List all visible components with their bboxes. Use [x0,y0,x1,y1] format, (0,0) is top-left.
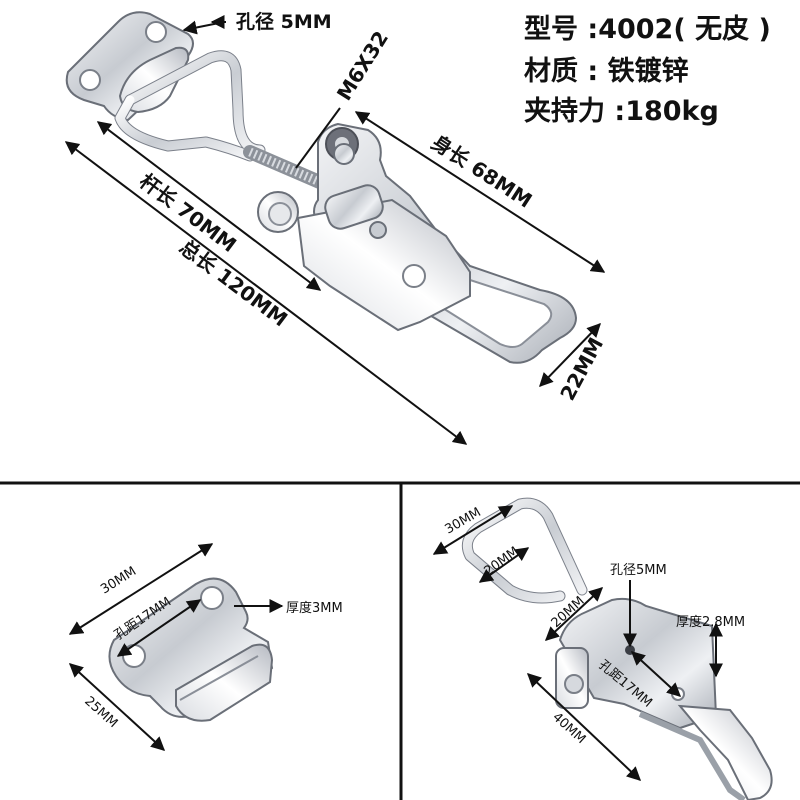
spec-block: 型号 :4002( 无皮 ) 材质 : 铁镀锌 夹持力 :180kg [524,14,771,127]
spec-material: 材质 : 铁镀锌 [524,56,689,87]
catch-plate-illustration [108,577,274,722]
latch-hole-diameter: 孔径5MM [610,563,667,578]
latch-loop-inner: 20MM [482,544,522,579]
latch-base-length: 40MM [549,710,588,747]
catch-width: 30MM [98,564,139,597]
latch-thickness: 厚度2.8MM [676,614,745,630]
catch-thickness: 厚度3MM [286,600,343,616]
main-total-length: 总长 120MM [175,235,292,332]
main-screw-size: M6X32 [332,27,393,105]
catch-depth: 25MM [81,694,120,731]
spec-clamping-force: 夹持力 :180kg [524,96,719,127]
main-body-length: 身长 68MM [427,130,536,213]
spec-model: 型号 :4002( 无皮 ) [524,14,771,45]
main-width: 22MM [555,333,608,404]
main-hole-diameter: 孔径 5MM [236,11,332,33]
